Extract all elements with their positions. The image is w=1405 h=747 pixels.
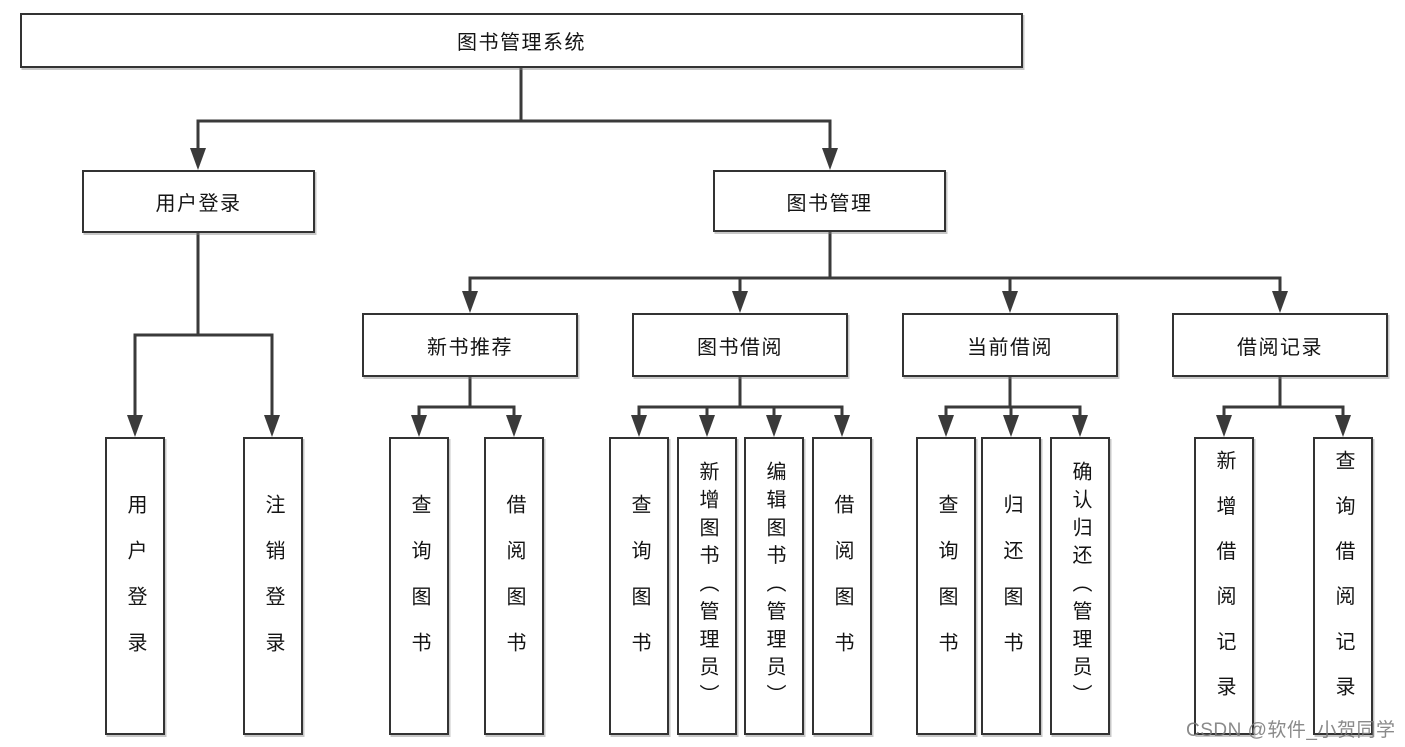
leaf-label: 编辑图书（管理员） — [763, 460, 785, 712]
leaf-label: 新增图书（管理员） — [696, 460, 718, 712]
node-book-borrow: 图书借阅 — [632, 313, 848, 377]
leaf-return-book: 归还图书 — [981, 437, 1041, 735]
arrow-down-icon — [1216, 415, 1232, 437]
node-borrow-records: 借阅记录 — [1172, 313, 1388, 377]
node-book-management: 图书管理 — [713, 170, 946, 232]
leaf-query-borrow-record: 查询借阅记录 — [1313, 437, 1373, 735]
connector-current-to-leaves — [944, 377, 1082, 418]
connector-borrow-to-leaves — [637, 377, 844, 418]
leaf-label: 查询图书 — [935, 494, 957, 678]
node-label: 图书管理系统 — [457, 32, 586, 54]
node-new-book-recommend: 新书推荐 — [362, 313, 578, 377]
arrow-down-icon — [190, 148, 206, 170]
node-label: 用户登录 — [155, 193, 242, 215]
connector-userlogin-to-leaves — [133, 233, 274, 418]
leaf-label: 查询图书 — [408, 494, 430, 678]
arrow-down-icon — [938, 415, 954, 437]
leaf-user-login: 用户登录 — [105, 437, 165, 735]
leaf-add-book-admin: 新增图书（管理员） — [677, 437, 737, 735]
leaf-label: 借阅图书 — [503, 494, 525, 678]
arrow-down-icon — [1335, 415, 1351, 437]
leaf-label: 确认归还（管理员） — [1069, 460, 1091, 712]
leaf-confirm-return-admin: 确认归还（管理员） — [1050, 437, 1110, 735]
leaf-query-books-current: 查询图书 — [916, 437, 976, 735]
arrow-down-icon — [766, 415, 782, 437]
node-label: 当前借阅 — [967, 336, 1053, 359]
arrow-down-icon — [127, 415, 143, 437]
arrow-down-icon — [699, 415, 715, 437]
leaf-borrow-books-recommend: 借阅图书 — [484, 437, 544, 735]
arrow-down-icon — [631, 415, 647, 437]
node-current-borrow: 当前借阅 — [902, 313, 1118, 377]
leaf-query-books-recommend: 查询图书 — [389, 437, 449, 735]
leaf-label: 新增借阅记录 — [1213, 450, 1235, 722]
arrow-down-icon — [264, 415, 280, 437]
node-label: 新书推荐 — [427, 336, 513, 359]
arrow-down-icon — [822, 148, 838, 170]
arrow-down-icon — [1272, 291, 1288, 313]
connector-bookmgmt-to-level3 — [468, 232, 1282, 294]
node-label: 图书管理 — [786, 192, 873, 215]
arrow-down-icon — [732, 291, 748, 313]
leaf-label: 归还图书 — [1000, 494, 1022, 678]
arrow-down-icon — [1002, 291, 1018, 313]
arrow-down-icon — [1003, 415, 1019, 437]
arrow-down-icon — [462, 291, 478, 313]
leaf-label: 用户登录 — [124, 494, 146, 678]
leaf-label: 借阅图书 — [831, 494, 853, 678]
arrow-down-icon — [834, 415, 850, 437]
connector-records-to-leaves — [1222, 377, 1345, 418]
node-label: 借阅记录 — [1237, 336, 1323, 359]
arrow-down-icon — [411, 415, 427, 437]
connector-root-to-level2 — [196, 68, 832, 152]
csdn-watermark: CSDN @软件_小贺同学 — [1186, 720, 1396, 741]
arrowheads — [127, 148, 1351, 437]
leaf-query-books-borrow: 查询图书 — [609, 437, 669, 735]
node-label: 图书借阅 — [697, 336, 783, 359]
leaf-add-borrow-record: 新增借阅记录 — [1194, 437, 1254, 735]
leaf-label: 查询借阅记录 — [1332, 450, 1354, 722]
arrow-down-icon — [506, 415, 522, 437]
leaf-label: 查询图书 — [628, 494, 650, 678]
node-library-system: 图书管理系统 — [20, 13, 1023, 68]
leaf-logout: 注销登录 — [243, 437, 303, 735]
leaf-edit-book-admin: 编辑图书（管理员） — [744, 437, 804, 735]
leaf-borrow-books-borrow: 借阅图书 — [812, 437, 872, 735]
connector-newbook-to-leaves — [417, 377, 516, 418]
arrow-down-icon — [1072, 415, 1088, 437]
node-user-login: 用户登录 — [82, 170, 315, 233]
leaf-label: 注销登录 — [262, 494, 284, 678]
